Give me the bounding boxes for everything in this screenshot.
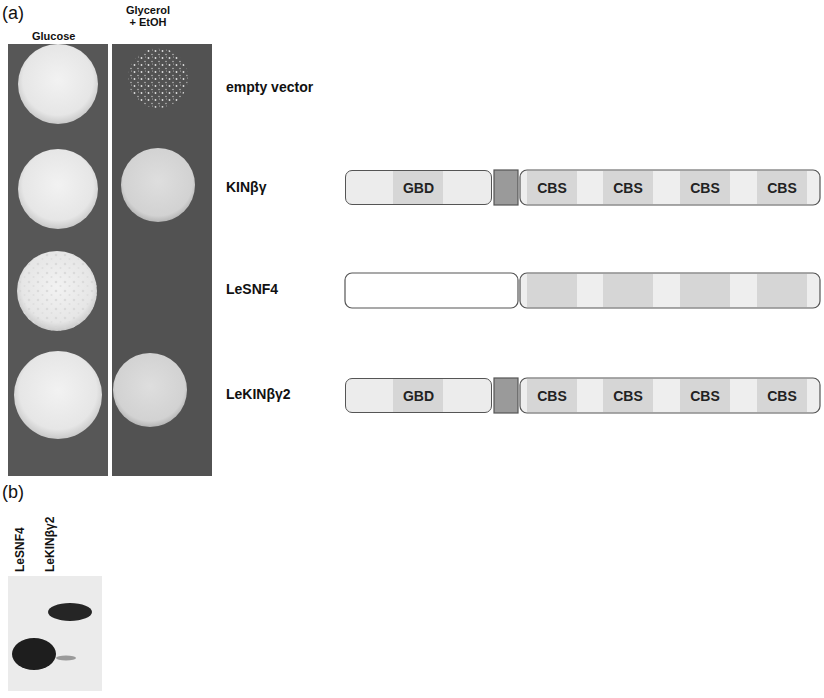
cbs-domain: CBS (603, 379, 653, 412)
row-label: LeSNF4 (226, 282, 278, 297)
row-label: empty vector (226, 80, 313, 95)
row-label: LeKINβγ2 (226, 387, 291, 402)
cbs-domain: CBS (680, 171, 730, 204)
domain-name: CBS (613, 180, 643, 196)
panel-letter: (b) (2, 483, 24, 503)
plate-panel (8, 44, 108, 476)
domain-name: CBS (537, 388, 567, 404)
panel-letter: (a) (2, 4, 24, 24)
lane-label: LeSNF4 (14, 527, 27, 572)
lane-label: LeKINβγ2 (44, 517, 57, 572)
gbd-domain: GBD (345, 378, 492, 413)
domain-name: CBS (613, 388, 643, 404)
domain-name: CBS (767, 388, 797, 404)
cbs-domain: CBS (680, 379, 730, 412)
domain-name: CBS (767, 180, 797, 196)
domain-name: CBS (537, 180, 567, 196)
cbs-domain: CBS (603, 171, 653, 204)
column-header: Glycerol + EtOH (126, 4, 170, 28)
row-label: KINβγ (226, 180, 266, 195)
domain-name: CBS (690, 180, 720, 196)
cbs-domain: CBS (527, 171, 577, 204)
plate-panel (112, 44, 212, 476)
cbs-domain: CBS (757, 379, 807, 412)
cbs-domain: CBS (757, 171, 807, 204)
domain-name: CBS (690, 388, 720, 404)
gbd-domain: GBD (345, 170, 492, 205)
blot (8, 576, 102, 691)
domain-name: GBD (403, 388, 434, 404)
column-header: Glucose (32, 30, 75, 42)
domain-name: GBD (403, 180, 434, 196)
cbs-domain: CBS (527, 379, 577, 412)
